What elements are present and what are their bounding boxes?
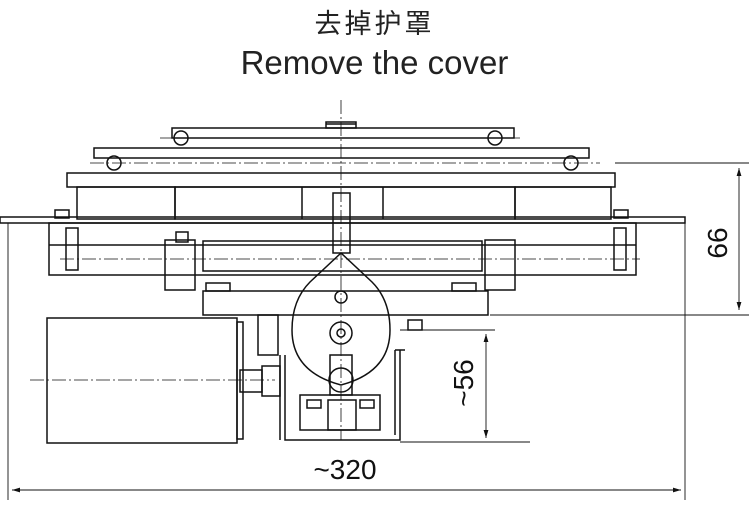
center-lines [30, 100, 640, 440]
dim-320-label: ~320 [313, 454, 376, 485]
dimension-labels: 66 ~56 ~320 [313, 227, 733, 485]
motor-mount [202, 282, 489, 331]
base-flange [0, 209, 686, 291]
dim-66-label: 66 [702, 227, 733, 258]
bearing-ring [76, 186, 612, 220]
dim-56-label: ~56 [448, 359, 479, 407]
title-chinese: 去掉护罩 [314, 9, 435, 40]
drive-motor [46, 317, 281, 444]
dimension-lines [7, 162, 749, 500]
title-english: Remove the cover [240, 44, 509, 81]
